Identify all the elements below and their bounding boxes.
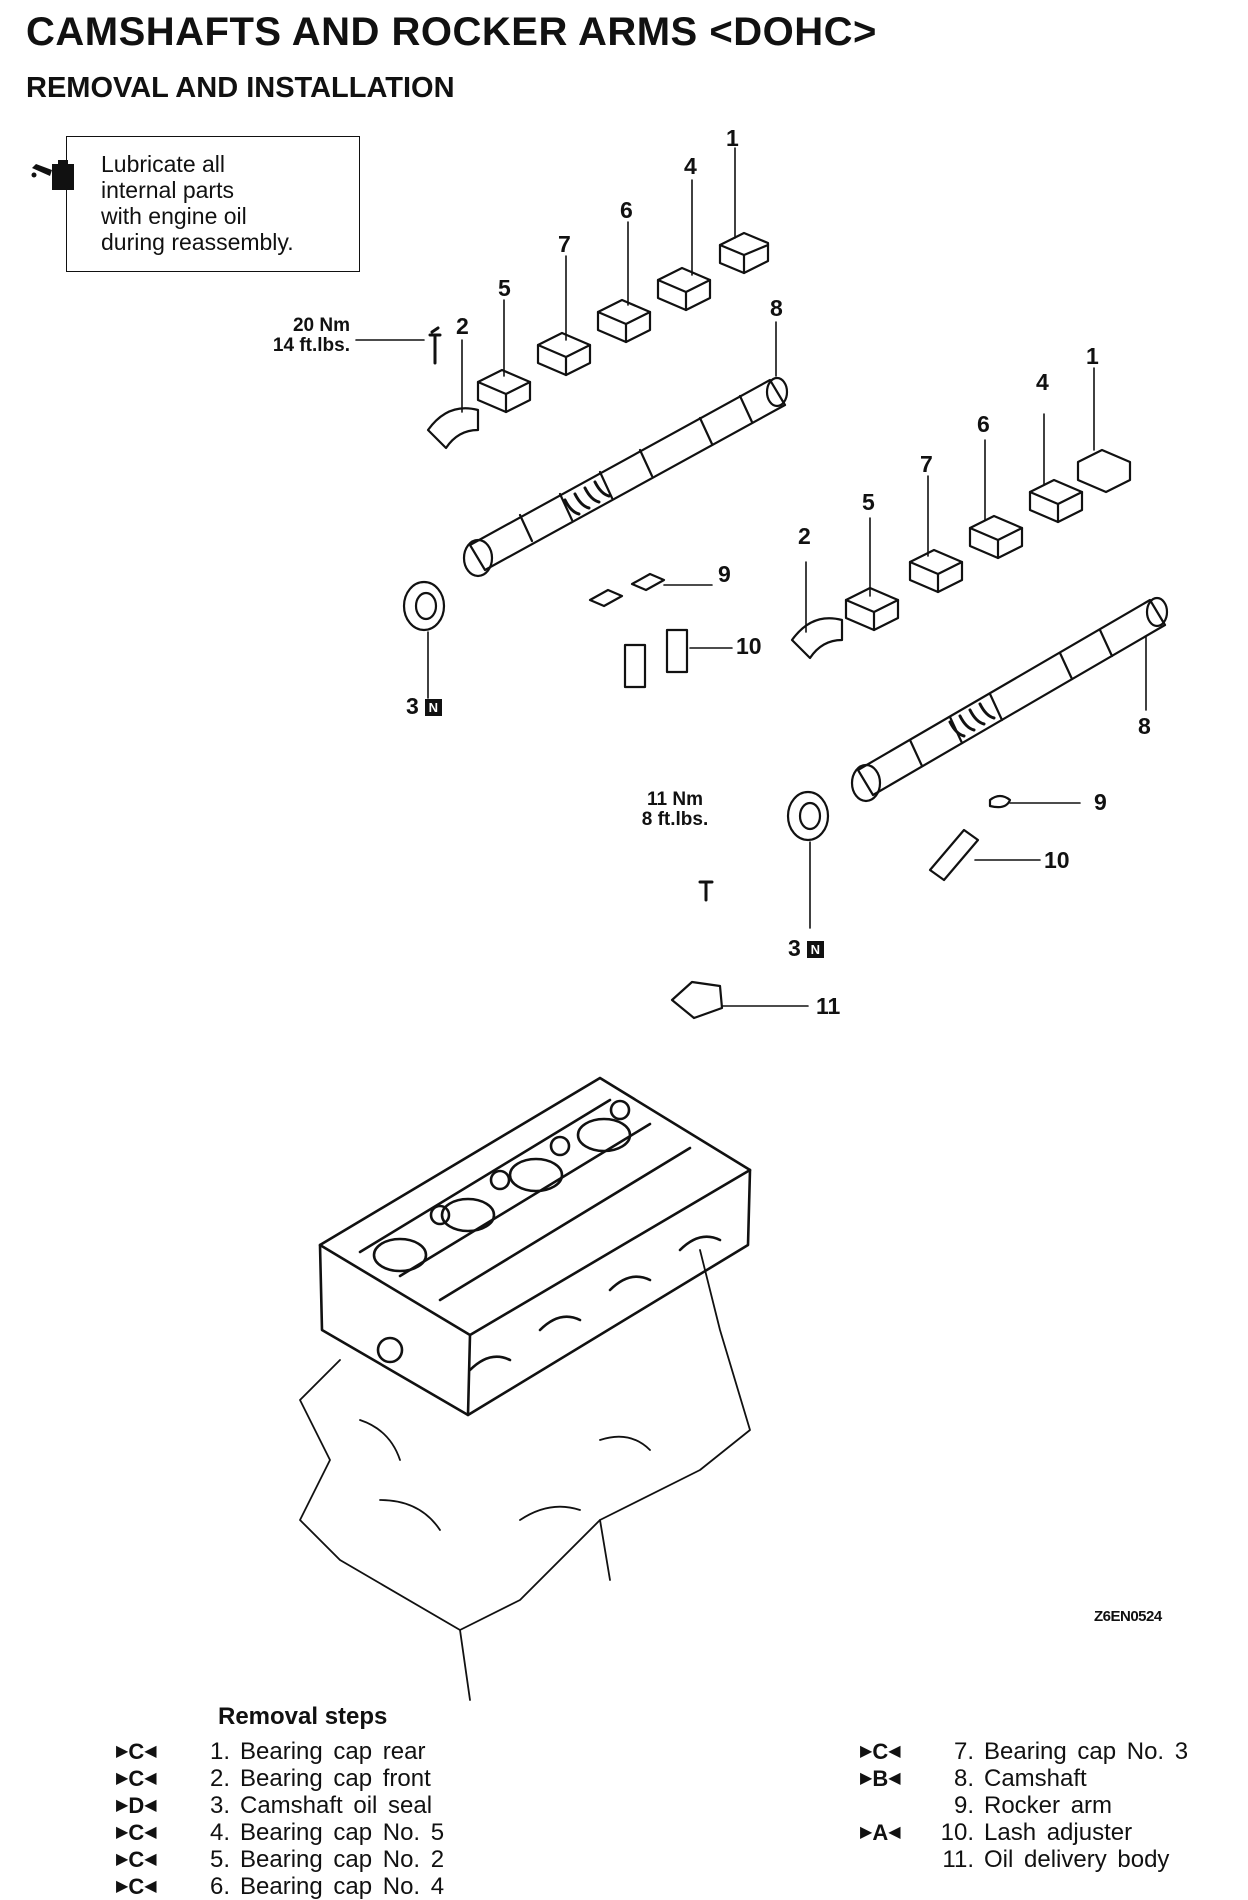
- list-item: ▶C◀5.Bearing cap No. 2: [116, 1846, 445, 1873]
- figure-code: Z6EN0524: [1094, 1608, 1162, 1625]
- callout-9-lower-left: 9: [718, 561, 731, 587]
- callout-2-upper: 2: [456, 313, 469, 339]
- bearing-caps-lower: [790, 448, 1132, 660]
- callout-9-lower-right: 9: [1094, 789, 1107, 815]
- callout-3-lower-number: 3: [788, 935, 801, 961]
- removal-steps-left: ▶C◀1.Bearing cap rear ▶C◀2.Bearing cap f…: [116, 1738, 444, 1900]
- list-item: ▶A◀10.Lash adjuster: [860, 1819, 1133, 1846]
- callout-7-upper: 7: [558, 231, 571, 257]
- callout-10-lower-right: 10: [1044, 847, 1070, 873]
- engine-block: [299, 1249, 751, 1701]
- new-part-badge: N: [806, 941, 824, 959]
- camshaft-lower: [850, 596, 1169, 803]
- torque-nm: 11 Nm: [647, 789, 703, 810]
- service-mark: ▶D◀: [116, 1793, 157, 1818]
- callout-4-lower: 4: [1036, 369, 1049, 395]
- torque-ftlbs: 14 ft.lbs.: [272, 335, 350, 356]
- service-mark: ▶C◀: [860, 1739, 901, 1764]
- callout-1-lower: 1: [1086, 343, 1099, 369]
- callout-4-upper: 4: [684, 153, 697, 179]
- note-line: internal parts: [101, 177, 234, 203]
- callout-10-lower-left: 10: [736, 633, 762, 659]
- list-item: ▶C◀2.Bearing cap front: [116, 1765, 431, 1792]
- list-item: ▶B◀8.Camshaft: [860, 1765, 1087, 1792]
- camshaft-upper: [462, 376, 789, 578]
- note-line: during reassembly.: [101, 229, 294, 255]
- cylinder-head: [318, 1076, 752, 1417]
- removal-steps-title: Removal steps: [218, 1703, 388, 1730]
- removal-steps-right: ▶C◀7.Bearing cap No. 3 ▶B◀8.Camshaft 9.R…: [860, 1738, 1188, 1873]
- callout-11-lower: 11: [816, 993, 841, 1019]
- torque-spec-bolt-upper: 20 Nm 14 ft.lbs.: [200, 316, 350, 356]
- callout-8-upper: 8: [770, 295, 783, 321]
- torque-ftlbs: 8 ft.lbs.: [641, 809, 709, 830]
- bearing-caps-upper: [426, 231, 770, 450]
- page-subtitle: REMOVAL AND INSTALLATION: [26, 72, 455, 104]
- page-title: CAMSHAFTS AND ROCKER ARMS <DOHC>: [26, 10, 877, 54]
- service-mark: ▶B◀: [860, 1766, 901, 1791]
- torque-spec-bolt-lower: 11 Nm 8 ft.lbs.: [600, 790, 750, 830]
- note-line: with engine oil: [101, 203, 247, 229]
- callout-1-upper: 1: [726, 125, 739, 151]
- service-mark: ▶C◀: [116, 1820, 157, 1845]
- service-mark: ▶C◀: [116, 1766, 157, 1791]
- service-mark: ▶A◀: [860, 1820, 901, 1845]
- callout-6-upper: 6: [620, 197, 633, 223]
- callout-2-lower: 2: [798, 523, 811, 549]
- service-mark: ▶C◀: [116, 1874, 157, 1899]
- lubrication-note: Lubricate all internal parts with engine…: [66, 136, 360, 272]
- callout-5-lower: 5: [862, 489, 875, 515]
- list-item: ▶C◀7.Bearing cap No. 3: [860, 1738, 1189, 1765]
- list-item: ▶C◀4.Bearing cap No. 5: [116, 1819, 445, 1846]
- new-part-badge: N: [424, 699, 442, 717]
- list-item: ▶D◀3.Camshaft oil seal: [116, 1792, 433, 1819]
- note-line: Lubricate all: [101, 151, 226, 177]
- list-item: 11.Oil delivery body: [942, 1846, 1170, 1873]
- callout-5-upper: 5: [498, 275, 511, 301]
- callout-6-lower: 6: [977, 411, 990, 437]
- callout-7-lower: 7: [920, 451, 933, 477]
- service-mark: ▶C◀: [116, 1847, 157, 1872]
- list-item: ▶C◀1.Bearing cap rear: [116, 1738, 426, 1765]
- service-mark: ▶C◀: [116, 1739, 157, 1764]
- list-item: 9.Rocker arm: [953, 1792, 1113, 1819]
- torque-nm: 20 Nm: [292, 315, 350, 336]
- oil-can-icon: [31, 160, 74, 190]
- callout-8-lower: 8: [1138, 713, 1151, 739]
- callout-3-upper-number: 3: [406, 693, 419, 719]
